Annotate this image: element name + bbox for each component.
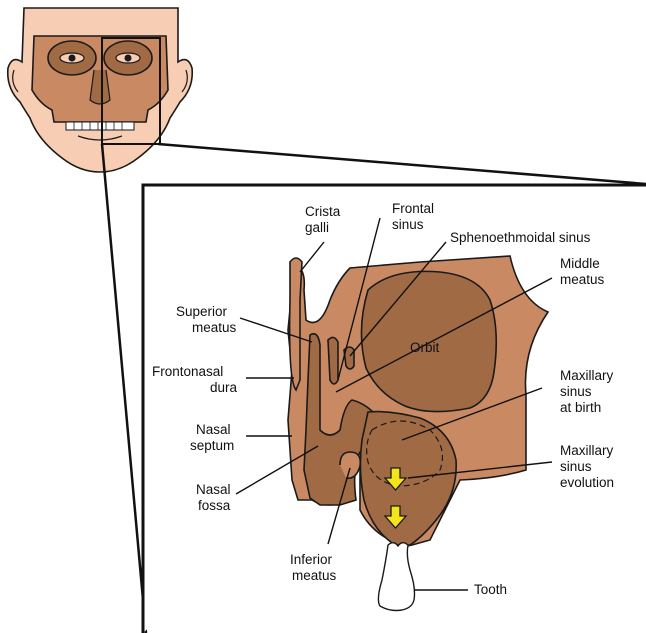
zoom-line-top [158, 144, 646, 184]
label-inferior-meatus: Inferior meatus [290, 552, 337, 583]
label-nasal-septum: Nasal septum [190, 422, 234, 453]
label-orbit: Orbit [410, 340, 440, 355]
label-middle-meatus: Middle meatus [560, 256, 605, 287]
label-nasal-fossa: Nasal fossa [196, 482, 234, 513]
face-icon [8, 8, 193, 172]
zoom-line-left [102, 144, 146, 633]
label-tooth: Tooth [474, 582, 507, 597]
label-sphenoethmoidal-sinus: Sphenoethmoidal sinus [450, 230, 591, 245]
superior-meatus-shape [328, 337, 338, 384]
teeth [66, 122, 134, 130]
label-maxillary-sinus-birth: Maxillary sinus at birth [560, 368, 617, 415]
label-maxillary-sinus-evolution: Maxillary sinus evolution [560, 443, 617, 490]
tooth-icon [378, 543, 414, 611]
crista-galli-shape [290, 258, 302, 390]
nose [90, 70, 110, 104]
